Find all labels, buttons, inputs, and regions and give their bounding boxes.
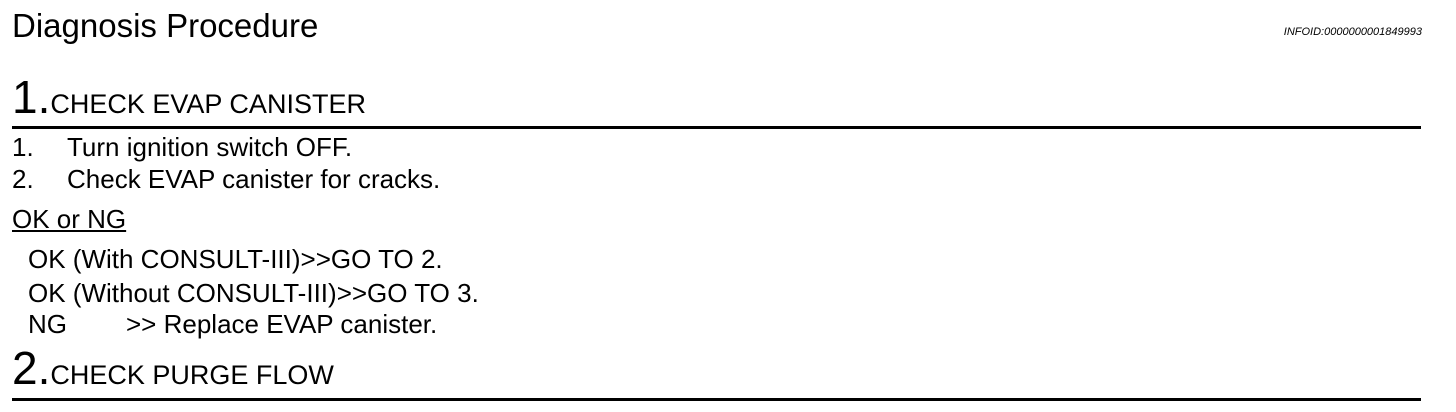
step-1-item-2-text: Check EVAP canister for cracks. — [67, 164, 441, 194]
step-2-title: CHECK PURGE FLOW — [50, 360, 334, 390]
step-2-number: 2 — [12, 342, 38, 394]
step-1-dot: . — [37, 71, 51, 123]
step-1-divider — [12, 126, 1421, 129]
result-3-code: NG — [28, 309, 67, 339]
result-1-code: OK (With CONSULT-III) — [28, 244, 301, 274]
step-2-header: 2.CHECK PURGE FLOW — [12, 345, 334, 391]
result-2-action: >>GO TO 3. — [336, 278, 479, 308]
result-ok-without-consult: OK (Without CONSULT-III)>>GO TO 3. — [28, 278, 479, 308]
result-3-action: >> Replace EVAP canister. — [126, 309, 438, 339]
result-1-action: >>GO TO 2. — [300, 244, 443, 274]
info-id: INFOID:0000000001849993 — [1283, 26, 1422, 38]
ok-or-ng-label: OK or NG — [12, 204, 127, 234]
step-1-header: 1.CHECK EVAP CANISTER — [12, 74, 366, 120]
result-ok-with-consult: OK (With CONSULT-III)>>GO TO 2. — [28, 244, 443, 274]
step-1-item-2-number: 2. — [12, 164, 34, 194]
document-title: Diagnosis Procedure — [12, 7, 319, 44]
result-2-code: OK (Without CONSULT-III) — [28, 278, 337, 308]
step-1-item-1: 1. Turn ignition switch OFF. — [12, 132, 352, 162]
step-1-number: 1 — [12, 71, 38, 123]
step-1-item-1-text: Turn ignition switch OFF. — [67, 132, 353, 162]
step-2-dot: . — [37, 342, 51, 394]
step-2-divider — [12, 398, 1421, 401]
step-1-title: CHECK EVAP CANISTER — [50, 89, 366, 119]
result-ng: NG >> Replace EVAP canister. — [28, 309, 437, 339]
step-1-item-1-number: 1. — [12, 132, 34, 162]
step-1-item-2: 2. Check EVAP canister for cracks. — [12, 164, 440, 194]
